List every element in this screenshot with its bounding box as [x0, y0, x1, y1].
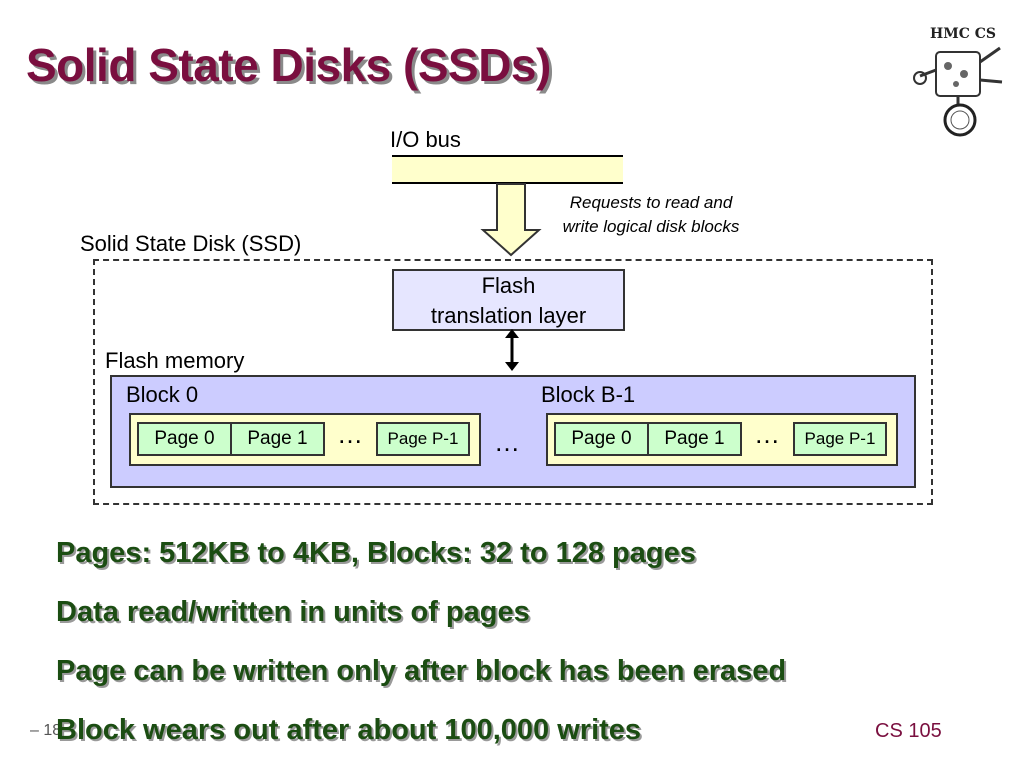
flash-memory-label: Flash memory	[105, 348, 245, 373]
request-arrow-icon	[480, 183, 542, 257]
ssd-label: Solid State Disk (SSD)	[80, 231, 302, 256]
slide-title: Solid State Disks (SSDs)	[26, 39, 551, 91]
ftl-line2: translation layer	[430, 303, 587, 328]
flash-translation-layer: Flash translation layer	[392, 269, 625, 331]
bullet-2: Data read/written in units of pages	[56, 596, 530, 628]
io-bus-top-line	[392, 155, 623, 157]
request-note-line1: Requests to read and	[569, 193, 733, 212]
ssd-container	[93, 259, 933, 505]
hmc-cs-logo-graphic: HMC CS	[913, 26, 1003, 137]
double-arrow-icon	[505, 329, 519, 371]
block-b-1-page-0: Page 0	[554, 422, 649, 456]
request-note: Requests to read and write logical disk …	[536, 191, 766, 239]
bullet-4: Block wears out after about 100,000 writ…	[56, 714, 642, 746]
block-0-page-0: Page 0	[137, 422, 232, 456]
request-note-line2: write logical disk blocks	[562, 217, 740, 236]
block-b-1-label: Block B-1	[541, 382, 636, 407]
block-0-page-1: Page 1	[230, 422, 325, 456]
bullet-3: Page can be written only after block has…	[56, 655, 787, 687]
block-0-label: Block 0	[126, 382, 199, 407]
io-bus	[392, 155, 623, 183]
logo-text: HMC CS	[930, 26, 996, 42]
block-b-1-ellipsis: …	[754, 419, 780, 449]
bullet-1: Pages: 512KB to 4KB, Blocks: 32 to 128 p…	[56, 537, 696, 569]
block-b-1-page-p-1: Page P-1	[793, 422, 887, 456]
slide-number: – 18 –	[30, 722, 75, 739]
block-0-page-p-1: Page P-1	[376, 422, 470, 456]
hmc-cs-logo: HMC CS	[912, 18, 1012, 140]
ftl-line1: Flash	[481, 273, 536, 298]
course-label: CS 105	[875, 720, 942, 742]
between-blocks-ellipsis: …	[494, 427, 520, 457]
block-0-ellipsis: …	[337, 419, 363, 449]
block-b-1-page-1: Page 1	[647, 422, 742, 456]
io-bus-label: I/O bus	[390, 127, 461, 152]
